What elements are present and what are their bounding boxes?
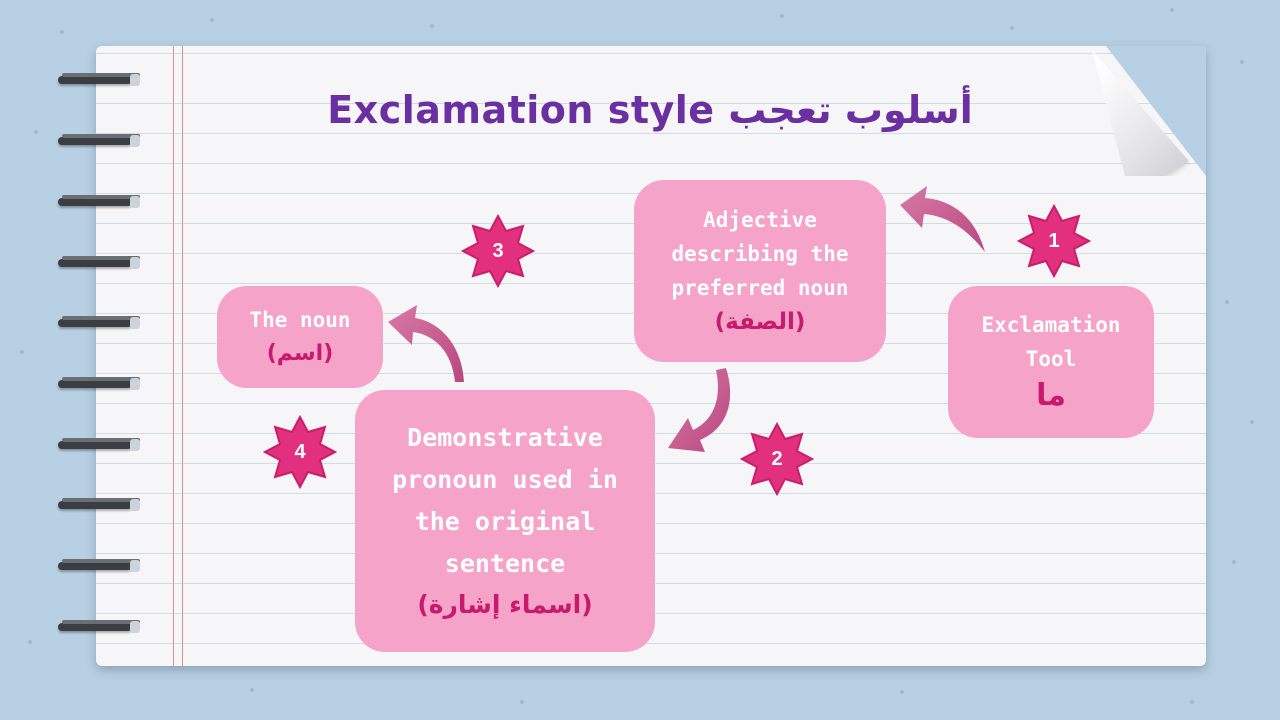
box-arabic: (اسماء إشارة): [417, 590, 593, 619]
margin-line: [182, 46, 183, 666]
spiral-ring: [58, 617, 140, 637]
arrow-2: [668, 368, 731, 452]
exclamation-tool-box: Exclamation Tool ما: [948, 286, 1154, 438]
spiral-ring: [58, 435, 140, 455]
arrow-1: [900, 186, 985, 252]
adjective-box: Adjective describing the preferred noun …: [634, 180, 886, 362]
arrow-3: [388, 305, 464, 382]
step-number: 4: [294, 440, 306, 463]
box-label: Adjective describing the preferred noun: [671, 208, 849, 300]
spiral-ring: [58, 556, 140, 576]
step-badge-3: 3: [460, 213, 536, 289]
spiral-ring: [58, 70, 140, 90]
star-icon: [739, 421, 815, 497]
spiral-ring: [58, 374, 140, 394]
step-badge-1: 1: [1016, 203, 1092, 279]
step-number: 2: [771, 447, 783, 470]
step-number: 3: [492, 239, 504, 262]
box-arabic: (اسم): [266, 341, 334, 366]
spiral-ring: [58, 253, 140, 273]
step-badge-4: 4: [262, 414, 338, 490]
margin-line: [173, 46, 174, 666]
spiral-ring: [58, 313, 140, 333]
box-arabic: ما: [1036, 378, 1066, 413]
spiral-ring: [58, 192, 140, 212]
step-badge-2: 2: [739, 421, 815, 497]
box-label: The noun: [249, 308, 351, 332]
spiral-ring: [58, 495, 140, 515]
box-label: Demonstrative pronoun used in the origin…: [392, 423, 618, 578]
box-arabic: (الصفة): [714, 309, 806, 335]
noun-box: The noun (اسم): [217, 286, 383, 388]
spiral-ring: [58, 131, 140, 151]
box-label: Exclamation Tool: [981, 313, 1121, 371]
star-icon: [262, 414, 338, 490]
demonstrative-pronoun-box: Demonstrative pronoun used in the origin…: [355, 390, 655, 652]
star-icon: [1016, 203, 1092, 279]
slide-title: Exclamation style أسلوب تعجب: [327, 88, 973, 132]
step-number: 1: [1048, 229, 1060, 252]
star-icon: [460, 213, 536, 289]
